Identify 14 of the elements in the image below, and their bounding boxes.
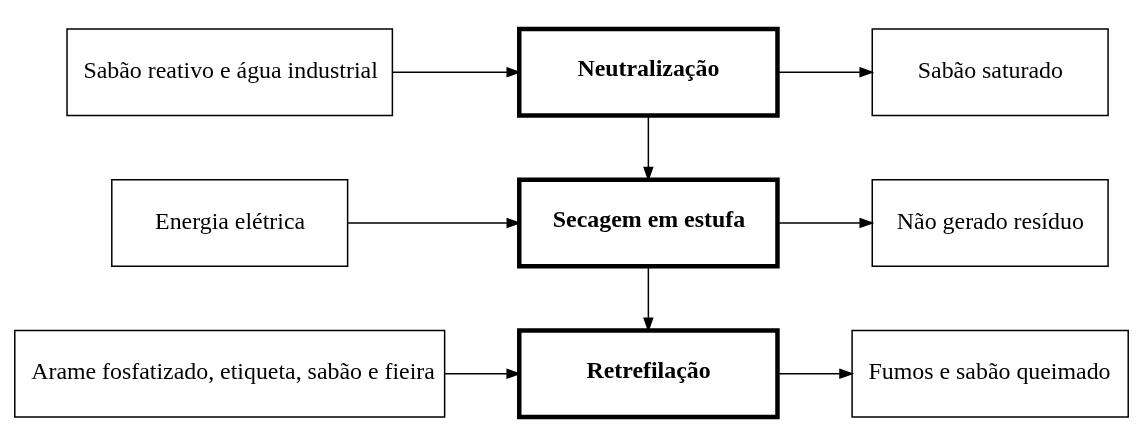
node-box: Sabão saturado	[871, 27, 1109, 116]
node-box: Neutralização	[517, 26, 780, 118]
node-box: Arame fosfatizado, etiqueta, sabão e fieira	[14, 329, 446, 418]
node-box: Retrefilação	[517, 327, 780, 419]
arrow	[777, 217, 875, 228]
arrow	[643, 265, 654, 332]
node-box: Secagem em estufa	[517, 177, 780, 268]
arrow	[777, 66, 875, 77]
arrow	[777, 368, 855, 379]
node-box: Não gerado resíduo	[871, 178, 1109, 267]
node-box: Fumos e sabão queimado	[851, 329, 1129, 418]
node-box: Energia elétrica	[111, 178, 349, 267]
arrow	[391, 66, 522, 77]
node-box: Sabão reativo e água industrial	[66, 27, 394, 116]
